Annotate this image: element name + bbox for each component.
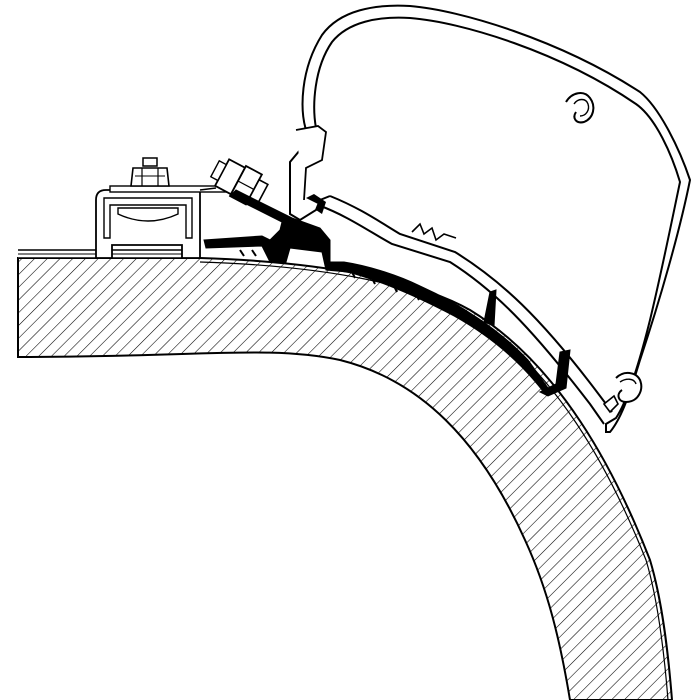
rail-clamp-bracket <box>95 185 229 259</box>
cassette-bottom-hook <box>602 372 643 414</box>
adapter-profile <box>203 189 571 397</box>
nut-bolt <box>130 157 170 187</box>
cassette-front-hook <box>565 92 595 124</box>
roof-body <box>17 257 674 700</box>
angled-bolt <box>199 158 269 206</box>
awning-cassette <box>289 4 692 433</box>
